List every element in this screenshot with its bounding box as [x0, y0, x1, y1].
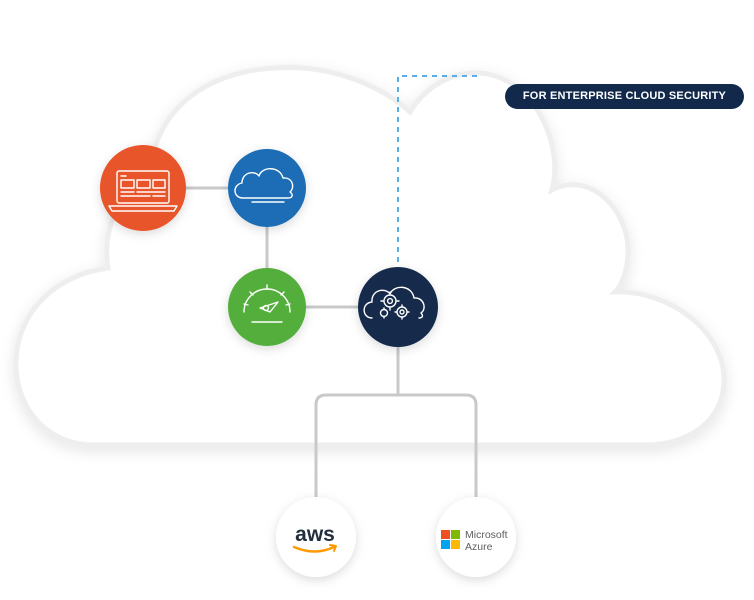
provider-aws-circle — [276, 497, 356, 577]
provider-aws[interactable]: aws — [276, 497, 356, 577]
provider-azure-circle — [436, 497, 516, 577]
microsoft-logo — [441, 530, 460, 549]
aws-smile-arrow — [292, 545, 336, 553]
node-cloud-circle — [228, 149, 306, 227]
cloud-gears-icon — [363, 286, 425, 320]
speedometer-icon — [243, 284, 291, 323]
provider-azure[interactable]: Microsoft Azure — [436, 497, 516, 577]
background-cloud-shape — [13, 65, 727, 448]
aws-arrow-head — [329, 544, 337, 552]
azure-label-line2: Azure — [465, 541, 493, 553]
node-speed-circle — [228, 268, 306, 346]
node-gears[interactable] — [358, 267, 438, 347]
enterprise-security-badge: FOR ENTERPRISE CLOUD SECURITY — [505, 84, 744, 109]
connector-providers — [314, 393, 478, 500]
node-gears-circle — [358, 267, 438, 347]
azure-label-line1: Microsoft — [465, 529, 508, 541]
dashed-connector — [397, 75, 482, 262]
aws-logo: aws — [292, 523, 337, 553]
laptop-icon — [108, 170, 178, 212]
node-cloud[interactable] — [228, 149, 306, 227]
node-speed[interactable] — [228, 268, 306, 346]
node-laptop[interactable] — [100, 145, 186, 231]
aws-label: aws — [295, 523, 335, 546]
cloud-icon — [234, 168, 294, 203]
